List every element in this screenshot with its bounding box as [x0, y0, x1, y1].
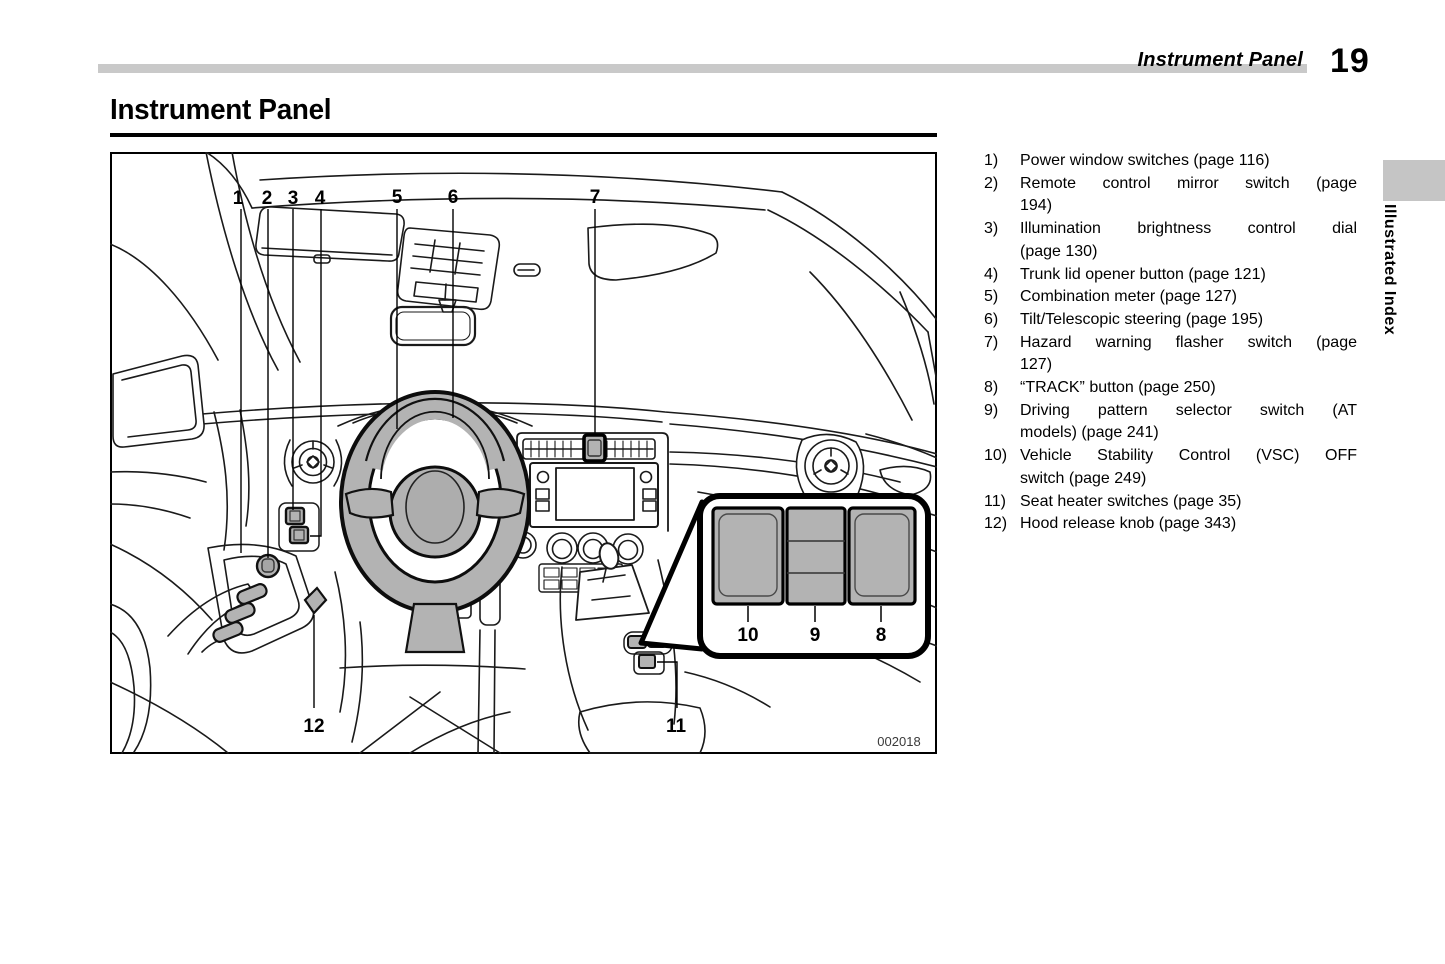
legend-list: 1) Power window switches (page 116) 2) Remo… [984, 150, 1357, 536]
legend-item-text: Combination meter (page 127) [1020, 288, 1238, 306]
callout-4: 4 [315, 188, 326, 209]
legend-item-text: “TRACK” button (page 250) [1020, 379, 1216, 397]
legend-item-number: 8) [984, 379, 999, 397]
vsc-off-switch [711, 506, 785, 606]
callout-12: 12 [303, 716, 324, 737]
callout-1: 1 [233, 188, 244, 209]
callout-numbers: 1 2 3 4 5 6 7 10 9 8 12 11 002018 [233, 187, 921, 749]
instrument-panel-diagram: 1 2 3 4 5 6 7 10 9 8 12 11 002018 [109, 151, 938, 754]
header-rule [98, 64, 1307, 73]
window-switch [236, 583, 268, 605]
track-button [847, 506, 917, 606]
legend-item-number: 9) [984, 401, 999, 419]
side-tab [1383, 160, 1445, 201]
callout-9: 9 [810, 625, 821, 646]
legend-item: 11) Seat heater switches (page 35) [984, 491, 1357, 514]
legend-item-text: Tilt/Telescopic steering (page 195) [1020, 310, 1264, 328]
callout-8: 8 [876, 625, 887, 646]
callout-7: 7 [590, 187, 601, 208]
legend-item-number: 4) [984, 265, 999, 283]
legend-item-number: 3) [984, 220, 999, 238]
title-rule [110, 133, 937, 137]
hazard-switch [582, 433, 607, 463]
legend-item-text: Illumination brightness control dial(pag… [1020, 220, 1357, 260]
page-number: 19 [1330, 42, 1370, 80]
side-tab-label: Illustrated Index [1381, 204, 1398, 336]
legend-item-number: 12) [984, 515, 1008, 533]
legend-item-number: 2) [984, 174, 999, 192]
legend-item: 3) Illumination brightness control dial(p… [984, 218, 1357, 263]
legend-item: 1) Power window switches (page 116) [984, 150, 1357, 173]
running-header: Instrument Panel [1137, 49, 1303, 71]
side-mirror [112, 354, 205, 448]
legend-item-text: Trunk lid opener button (page 121) [1020, 265, 1266, 283]
callout-11: 11 [666, 716, 687, 737]
leader-lines [240, 209, 678, 708]
callout-10: 10 [737, 625, 758, 646]
legend-item-text: Hood release knob (page 343) [1020, 515, 1237, 533]
legend-item-number: 1) [984, 152, 999, 169]
window-switch [224, 602, 256, 624]
callout-3: 3 [288, 188, 299, 209]
callout-2: 2 [262, 188, 273, 209]
hood-release-knob [303, 586, 328, 615]
figure-code: 002018 [877, 734, 920, 749]
legend-item: 12) Hood release knob (page 343) [984, 513, 1357, 536]
rearview-mirror [389, 305, 477, 347]
steering-wheel [339, 390, 531, 654]
driving-pattern-selector-switch [785, 506, 847, 606]
page-title: Instrument Panel [110, 94, 332, 126]
legend-item: 8) “TRACK” button (page 250) [984, 377, 1357, 400]
climate-dial [546, 532, 578, 564]
instrument-panel-figure: 1 2 3 4 5 6 7 10 9 8 12 11 002018 [109, 151, 938, 754]
legend-item-number: 11) [984, 492, 1006, 510]
window-switch [212, 621, 244, 643]
legend-item-text: Power window switches (page 116) [1020, 152, 1270, 169]
legend-item: 4) Trunk lid opener button (page 121) [984, 264, 1357, 287]
door-switch-cluster [212, 553, 281, 643]
callout-6: 6 [448, 187, 459, 208]
legend-item: 5) Combination meter (page 127) [984, 286, 1357, 309]
legend-item-number: 6) [984, 310, 999, 328]
legend-item: 6) Tilt/Telescopic steering (page 195) [984, 309, 1357, 332]
seat-heater-switch [638, 654, 656, 669]
callout-5: 5 [392, 187, 403, 208]
dash-left-switches [278, 502, 320, 552]
legend-item-text: Seat heater switches (page 35) [1020, 492, 1242, 510]
inset-panel [697, 493, 931, 659]
legend-item-number: 7) [984, 333, 999, 351]
legend-item-number: 10) [984, 447, 1008, 465]
legend-item-number: 5) [984, 288, 999, 306]
